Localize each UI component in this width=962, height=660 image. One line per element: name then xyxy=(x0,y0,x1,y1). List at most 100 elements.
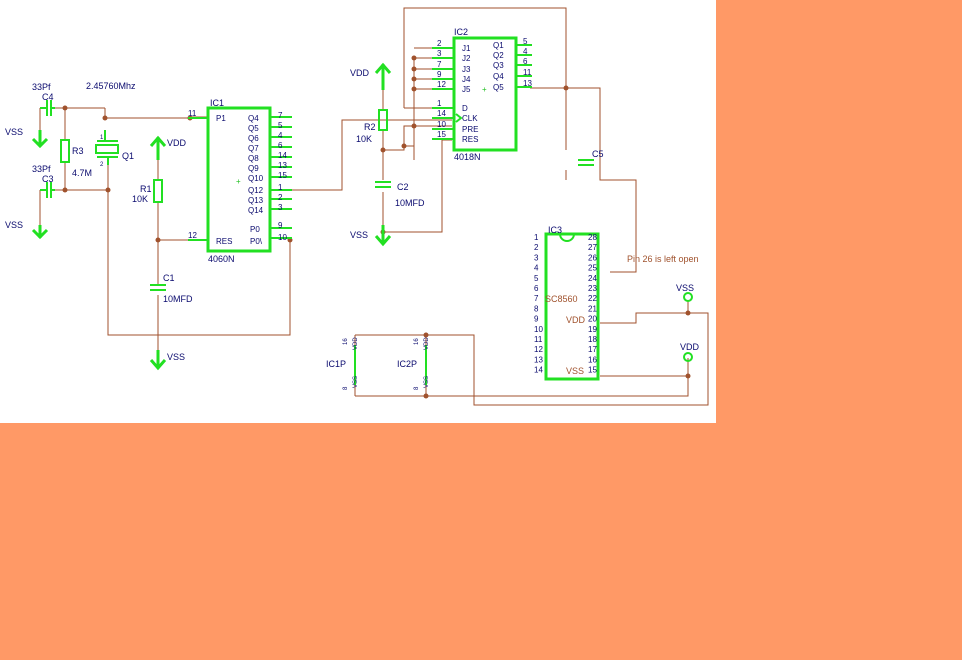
ic3-pin-right: 17 xyxy=(588,345,597,354)
resistor-r1 xyxy=(153,179,163,203)
ic1-output-num: 3 xyxy=(278,203,283,212)
ic3-pin-right: 22 xyxy=(588,294,597,303)
ic2p-vdd: VDD xyxy=(424,337,430,350)
ic3-pin-right: 28 xyxy=(588,233,597,242)
svg-text:+: + xyxy=(236,177,241,186)
capacitor-c2 xyxy=(375,181,391,188)
ic1-output-num: 13 xyxy=(278,161,287,170)
vss-symbol-left-top xyxy=(31,130,49,149)
ic2-input-num: 3 xyxy=(437,49,442,58)
ic2p-pin16: 16 xyxy=(414,338,420,345)
ic2-input-name: J4 xyxy=(462,75,471,84)
ic2-part: 4018N xyxy=(454,152,481,162)
ic1-part: 4060N xyxy=(208,254,235,264)
pin26-note: Pin 26 is left open xyxy=(627,254,699,264)
crystal-q1 xyxy=(95,130,119,165)
ic1p-pin8: 8 xyxy=(343,386,349,390)
ic2-output-name: Q4 xyxy=(493,72,504,81)
resistor-r3 xyxy=(60,139,70,163)
ic3-pin-right: 21 xyxy=(588,304,597,313)
ic2-4018n-body xyxy=(432,36,532,152)
c3-label: C3 xyxy=(42,174,54,184)
ic1-output-num: 14 xyxy=(278,151,287,160)
ic2-input-num: 10 xyxy=(437,120,446,129)
ic1-output-num: 15 xyxy=(278,171,287,180)
ic3-pin-left: 7 xyxy=(534,294,539,303)
ic1-output-name: Q5 xyxy=(248,124,259,133)
ic3-pin-right: 23 xyxy=(588,284,597,293)
ic1p-label: IC1P xyxy=(326,359,346,369)
ic3-pin-right: 15 xyxy=(588,366,597,375)
ic3-pin-right: 25 xyxy=(588,264,597,273)
ic1-pin-name: RES xyxy=(216,237,232,246)
ic2-output-num: 11 xyxy=(523,68,532,77)
ic2-input-num: 15 xyxy=(437,130,446,139)
ic1p-vdd: VDD xyxy=(353,337,359,350)
ic2p-vss: VSS xyxy=(424,376,430,388)
vss-label-bottom: VSS xyxy=(5,220,23,230)
ic1-output-num: 6 xyxy=(278,141,283,150)
ic1-bottom-name: P0\ xyxy=(250,237,263,246)
vss-terminal xyxy=(683,292,693,302)
vss-arrow-c2 xyxy=(374,225,392,247)
vss-symbol-left-bottom xyxy=(31,225,49,240)
ic2-input-name: PRE xyxy=(462,125,478,134)
schematic-canvas: + + 33Pf C4 33Pf C3 2.45760Mhz R3 4.7M Q… xyxy=(0,0,716,423)
schematic-svg: + + 33Pf C4 33Pf C3 2.45760Mhz R3 4.7M Q… xyxy=(5,7,709,406)
ic3-pin-left: 4 xyxy=(534,264,539,273)
ic1-output-num: 2 xyxy=(278,193,283,202)
ic1-output-name: Q6 xyxy=(248,134,259,143)
ic2-input-name: RES xyxy=(462,135,478,144)
ic3-pin-left: 14 xyxy=(534,366,543,375)
vss-arrow-c1 xyxy=(149,350,167,371)
capacitor-c1 xyxy=(150,284,166,291)
c2-label: C2 xyxy=(397,182,409,192)
ic3-pin-right: 18 xyxy=(588,335,597,344)
ic3-pin-left: 6 xyxy=(534,284,539,293)
ic3-vdd-label: VDD xyxy=(566,315,586,325)
ic3-pin-right: 24 xyxy=(588,274,597,283)
ic3-pin-left: 9 xyxy=(534,315,539,324)
ic1-output-name: Q13 xyxy=(248,196,264,205)
svg-text:+: + xyxy=(482,85,487,94)
ic1-4060n-body xyxy=(188,106,292,253)
ic2-input-num: 14 xyxy=(437,109,446,118)
ic3-pin-right: 19 xyxy=(588,325,597,334)
ic3-label: IC3 xyxy=(548,225,562,235)
ic1-output-name: Q10 xyxy=(248,174,264,183)
ic2-input-num: 2 xyxy=(437,39,442,48)
resistor-r2 xyxy=(378,109,388,131)
ic1-output-name: Q4 xyxy=(248,114,259,123)
ic2-label: IC2 xyxy=(454,27,468,37)
vdd-r1-label: VDD xyxy=(167,138,187,148)
ic2-input-name: J3 xyxy=(462,65,471,74)
ic2-output-name: Q1 xyxy=(493,41,504,50)
vdd-arrow-r2 xyxy=(374,62,392,90)
ic3-sc8560-body xyxy=(544,232,600,381)
ic1-output-name: Q12 xyxy=(248,186,264,195)
r3-value: 4.7M xyxy=(72,168,92,178)
ic3-pin-left: 2 xyxy=(534,243,539,252)
vdd-r2-label: VDD xyxy=(350,68,370,78)
ic2-output-num: 13 xyxy=(523,79,532,88)
ic2-input-num: 1 xyxy=(437,99,442,108)
ic1-pin-num: 12 xyxy=(188,231,197,240)
ic1-label: IC1 xyxy=(210,98,224,108)
ic3-pin-left: 11 xyxy=(534,335,543,344)
capacitor-c4 xyxy=(40,100,55,116)
ic3-vss-label: VSS xyxy=(566,366,584,376)
ic3-pin-left: 10 xyxy=(534,325,543,334)
labels: 33Pf C4 33Pf C3 2.45760Mhz R3 4.7M Q1 1 … xyxy=(5,27,700,390)
ic2-input-num: 9 xyxy=(437,70,442,79)
capacitor-c3 xyxy=(40,182,55,198)
vss-c1-label: VSS xyxy=(167,352,185,362)
ic2-input-name: CLK xyxy=(462,114,478,123)
q1-pin1: 1 xyxy=(100,135,104,141)
ic3-pin-left: 8 xyxy=(534,304,539,313)
vdd-arrow-r1 xyxy=(149,135,167,160)
c4-label: C4 xyxy=(42,92,54,102)
ic1-output-name: Q8 xyxy=(248,154,259,163)
ic2-output-name: Q2 xyxy=(493,51,504,60)
plus-markers: + + xyxy=(236,85,487,186)
